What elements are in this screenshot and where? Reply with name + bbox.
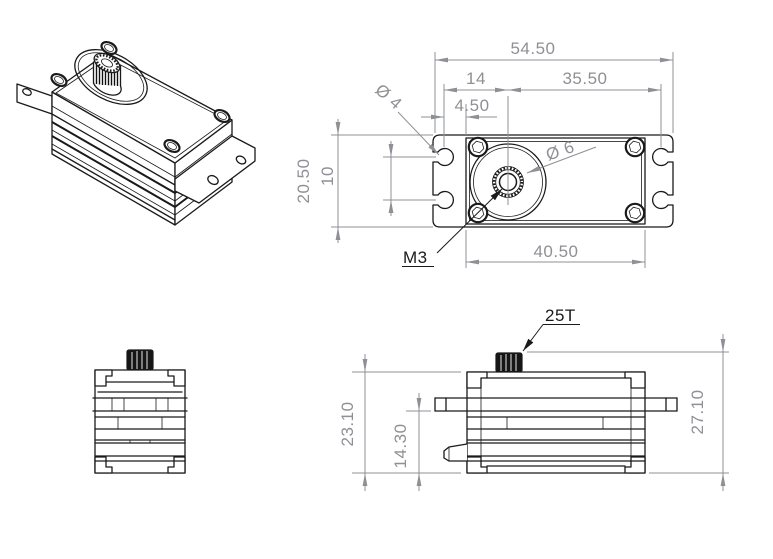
dim-overall-depth: 20.50	[294, 158, 313, 203]
dim-body-height: 23.10	[338, 401, 357, 446]
iso-screw	[50, 40, 231, 154]
dim-overall-width: 54.50	[510, 39, 555, 58]
label-thread: M3	[403, 248, 428, 267]
dim-shaft-to-mount: 35.50	[562, 69, 607, 88]
side-view: 25T 23.10 14.30 27.10	[338, 306, 729, 491]
dim-shaft-offset: 14	[466, 69, 486, 88]
front-view	[92, 349, 188, 474]
top-view: 54.50 14 35.50 4.50 Ø 4 Ø 6 20.50 10 4	[294, 39, 674, 268]
dim-slot-spacing: 10	[318, 166, 337, 186]
dim-body-width: 40.50	[533, 242, 578, 261]
label-spline-teeth: 25T	[545, 306, 576, 325]
dim-edge-offset: 4.50	[454, 96, 489, 115]
dim-flange-to-bottom: 14.30	[391, 423, 410, 468]
label-mount-hole-dia: Ø 4	[371, 80, 405, 113]
isometric-view	[16, 40, 256, 226]
dim-overall-height: 27.10	[688, 389, 707, 434]
